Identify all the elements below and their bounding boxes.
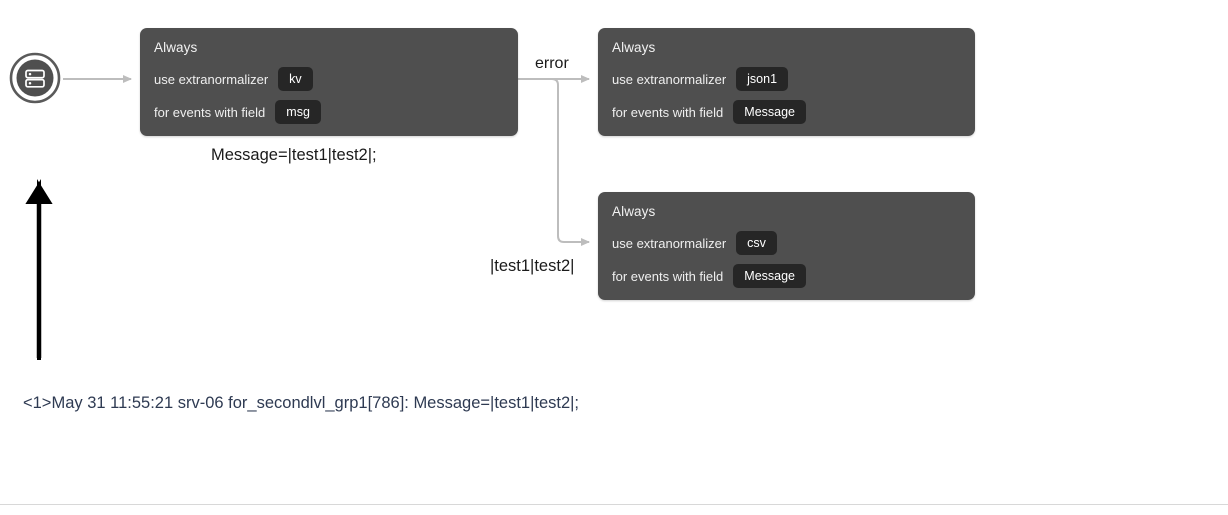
row-label: use extranormalizer	[612, 235, 727, 251]
row-label: use extranormalizer	[612, 71, 727, 87]
node1-sample-output-label: Message=|test1|test2|;	[211, 146, 377, 164]
node-row-field: for events with field msg	[154, 100, 504, 124]
normalizer-chip[interactable]: kv	[278, 67, 313, 91]
field-chip[interactable]: Message	[733, 264, 807, 288]
edge-kv-to-csv	[530, 78, 590, 246]
server-database-icon	[9, 52, 61, 104]
row-label: use extranormalizer	[154, 71, 269, 87]
raw-log-line: <1>May 31 11:55:21 srv-06 for_secondlvl_…	[23, 394, 580, 412]
bottom-divider	[0, 504, 1228, 505]
node-title: Always	[154, 40, 198, 55]
rule-node-json1[interactable]: Always use extranormalizer json1 for eve…	[598, 28, 975, 136]
source-node[interactable]	[9, 52, 61, 104]
node-row-field: for events with field Message	[612, 264, 961, 288]
row-label: for events with field	[612, 268, 724, 284]
normalizer-chip[interactable]: json1	[736, 67, 789, 91]
node-row-normalizer: use extranormalizer json1	[612, 67, 961, 91]
node-row-field: for events with field Message	[612, 100, 961, 124]
node-title: Always	[612, 204, 656, 219]
field-chip[interactable]: Message	[733, 100, 807, 124]
rule-node-kv[interactable]: Always use extranormalizer kv for events…	[140, 28, 518, 136]
upward-flow-arrow	[25, 178, 59, 360]
node3-sample-output-label: |test1|test2|	[490, 257, 575, 275]
rule-node-csv[interactable]: Always use extranormalizer csv for event…	[598, 192, 975, 300]
node-row-normalizer: use extranormalizer csv	[612, 231, 961, 255]
node-title: Always	[612, 40, 656, 55]
normalizer-chip[interactable]: csv	[736, 231, 777, 255]
row-label: for events with field	[154, 104, 266, 120]
edge-label-error: error	[535, 55, 569, 72]
node-row-normalizer: use extranormalizer kv	[154, 67, 504, 91]
row-label: for events with field	[612, 104, 724, 120]
field-chip[interactable]: msg	[275, 100, 321, 124]
